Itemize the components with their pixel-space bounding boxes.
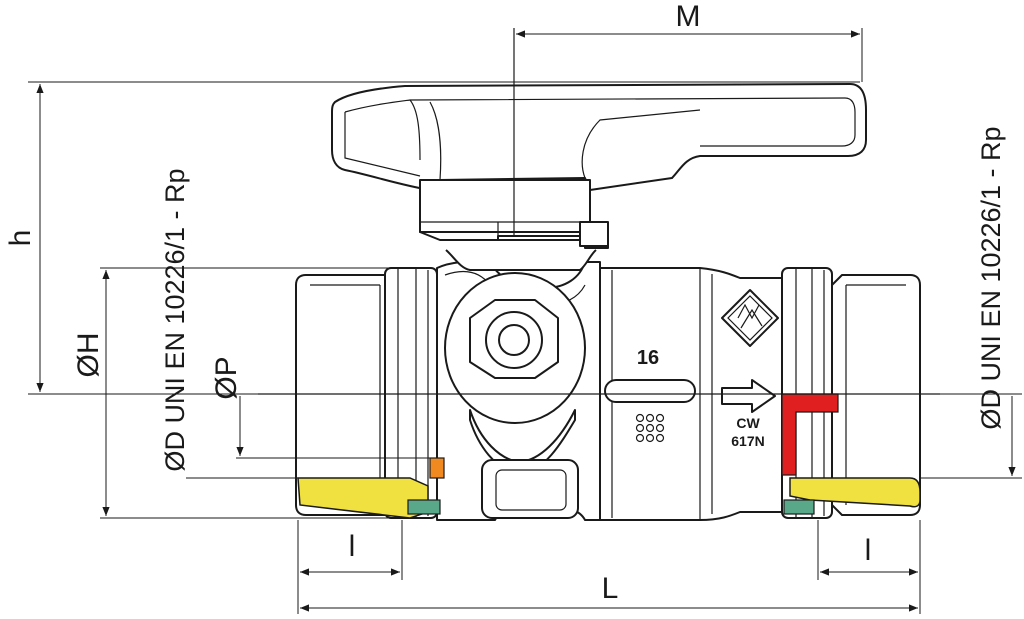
dim-label-l-total: L [602,572,619,605]
t-handle [331,83,867,249]
thread-zones [297,393,921,519]
dim-label-op: ØP [210,356,243,399]
flow-arrow-icon [721,379,776,413]
dim-label-od-right: ØD UNI EN 10226/1 - Rp [976,126,1006,429]
dim-label-l-right: l [865,534,872,567]
dim-label-oh: ØH [72,333,105,378]
dot-grid [635,413,665,443]
dim-label-od-left: ØD UNI EN 10226/1 - Rp [160,168,190,471]
dim-label-h: h [4,230,37,247]
dimension-lines [28,28,1022,614]
pressure-rating: 16 [637,347,659,369]
dim-label-l-left: l [349,530,356,563]
dim-label-m: M [676,0,701,33]
manufacturer-logo [721,289,779,347]
material-code-line2: 617N [731,433,764,449]
material-code-line1: CW [736,415,760,431]
